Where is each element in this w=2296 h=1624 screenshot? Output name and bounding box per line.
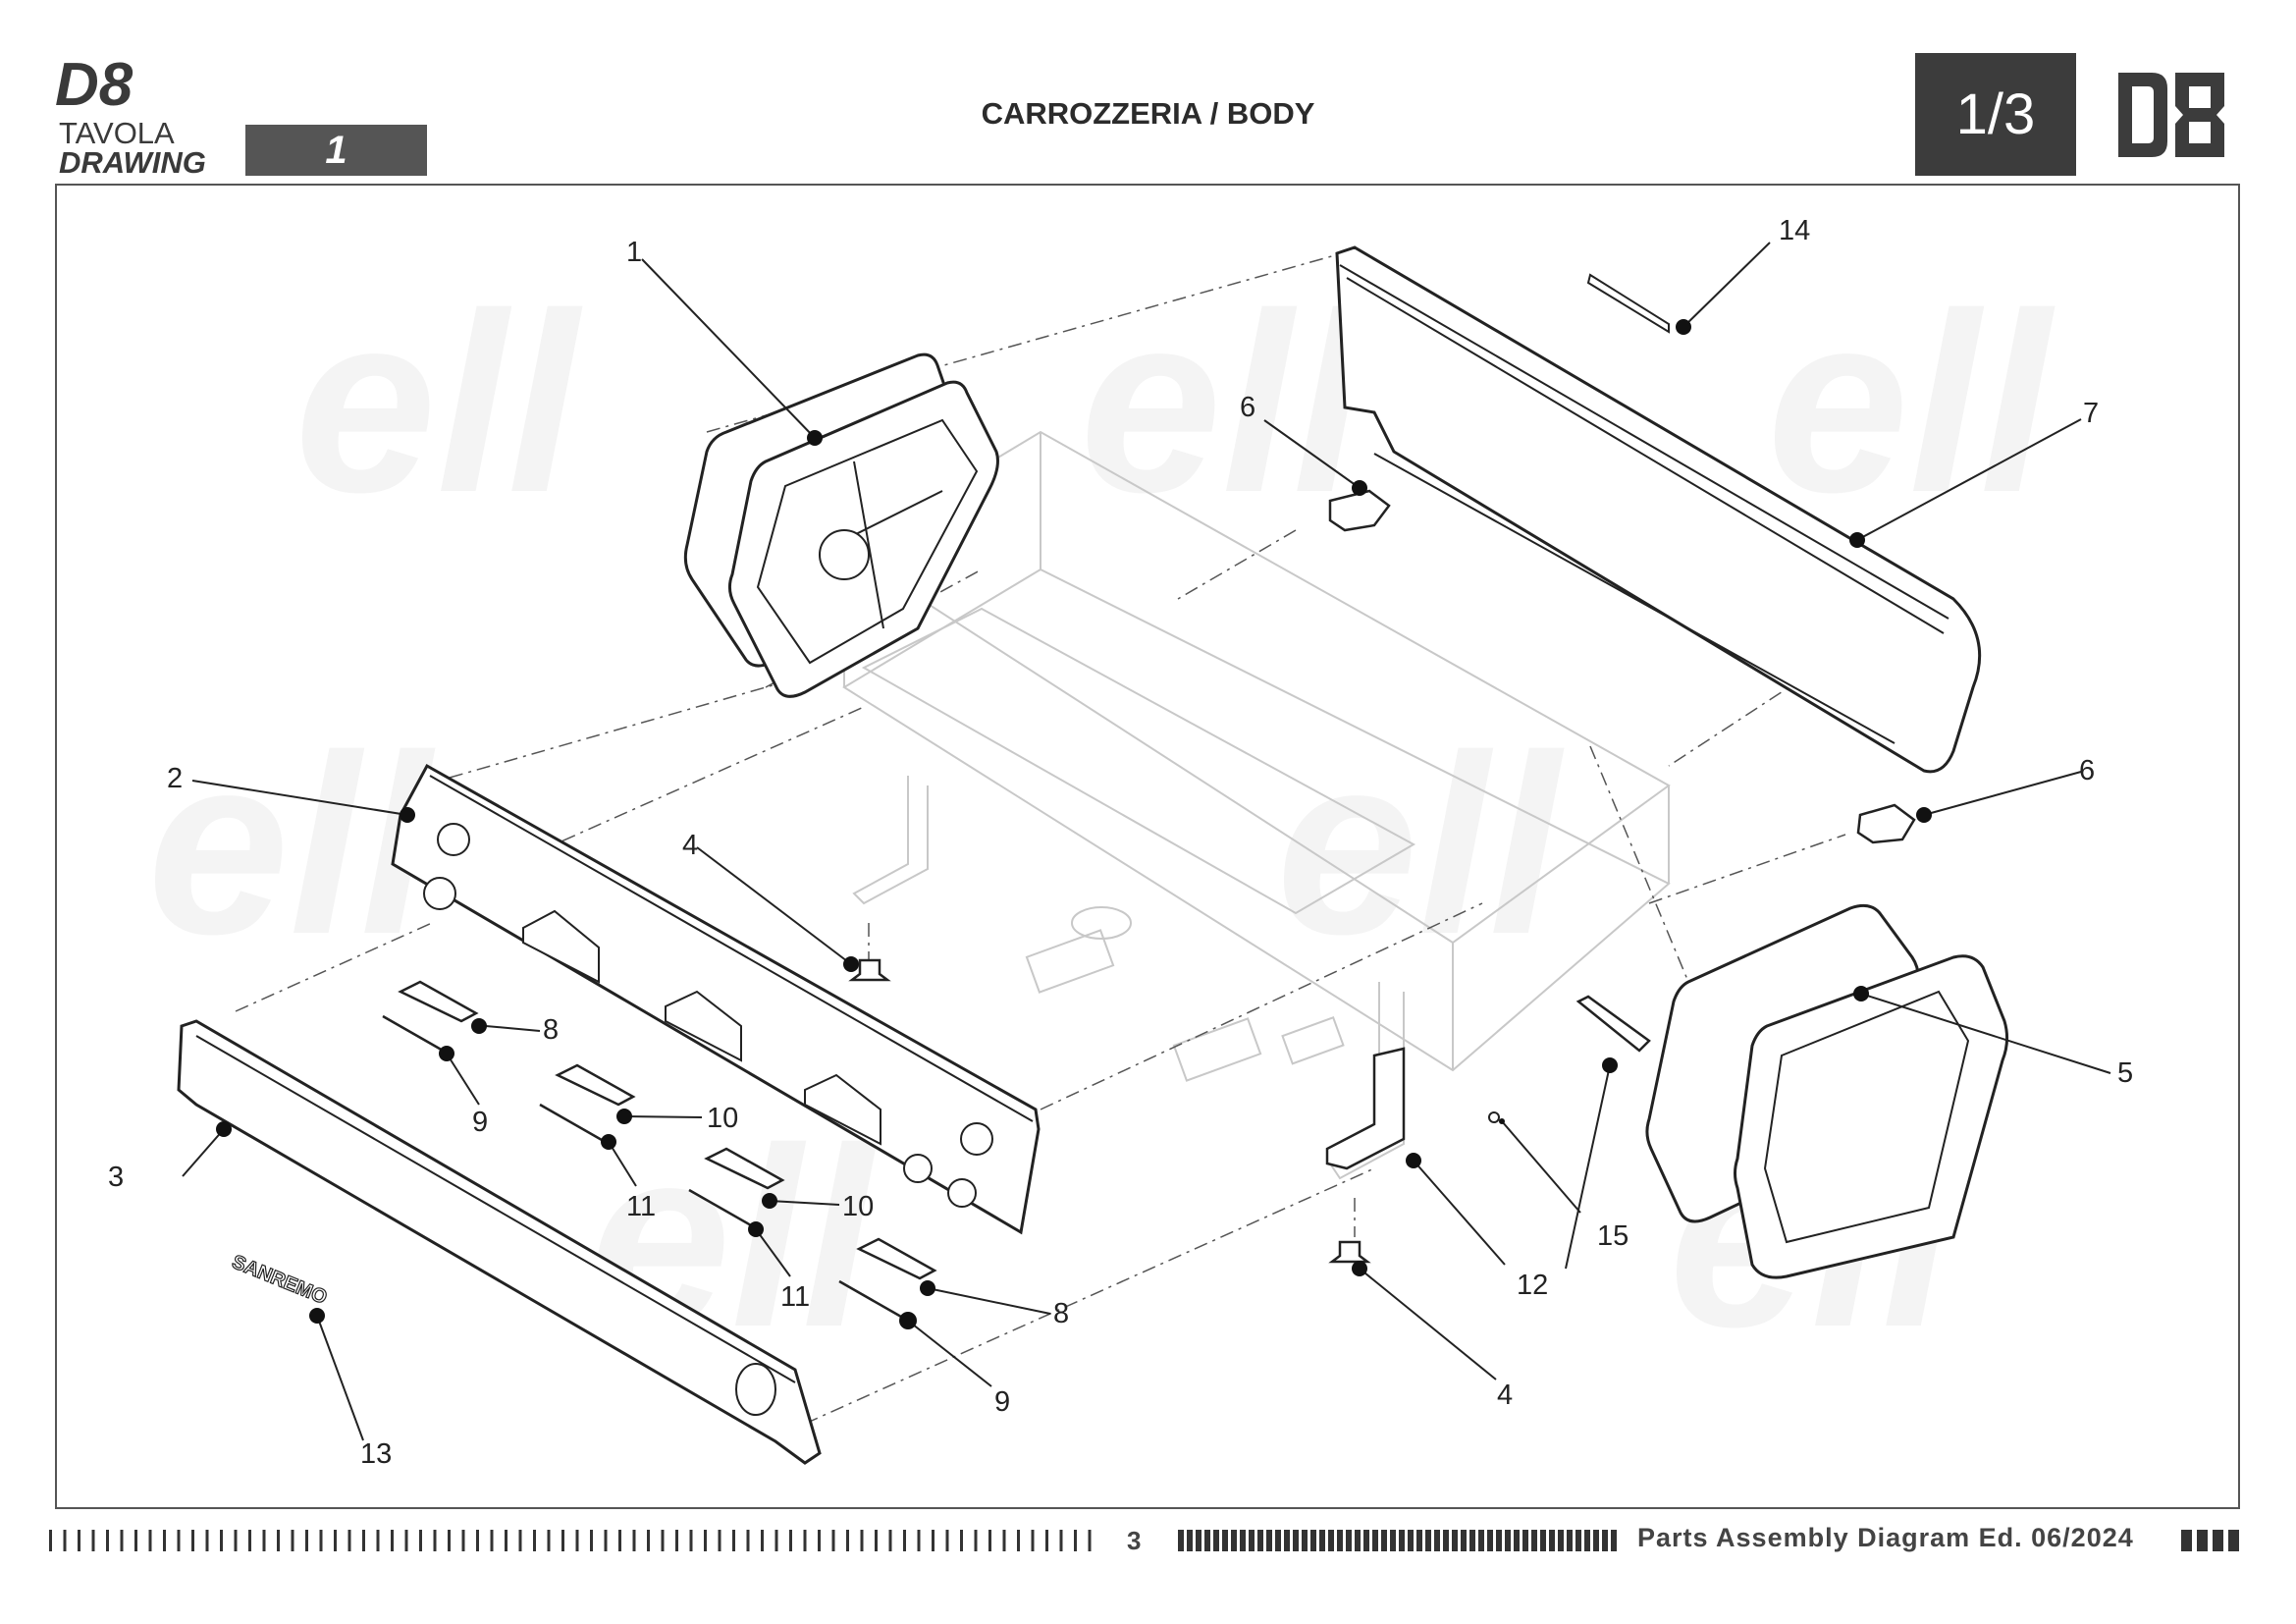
- lower-front-panel: [177, 1019, 822, 1465]
- drawing-frame: [55, 184, 2240, 1509]
- callout-14: 14: [1779, 215, 1810, 246]
- exploded-body-diagram: ell ell ell ell ell ell ell: [108, 215, 2133, 1470]
- callout-13: 13: [360, 1438, 392, 1470]
- badge-text: SANREMO: [229, 1251, 330, 1309]
- svg-text:ell: ell: [294, 261, 583, 546]
- top-back-panel: [1335, 245, 1982, 774]
- page-indicator: 1/3: [1955, 82, 2036, 146]
- callout-12: 12: [1517, 1270, 1548, 1301]
- logo-d8-icon: [2118, 73, 2224, 157]
- callout-4a: 4: [682, 830, 698, 861]
- callout-11a: 11: [626, 1191, 656, 1222]
- clip-6-right: [1856, 803, 1916, 844]
- callout-10b: 10: [842, 1191, 874, 1222]
- brand-logo: [2118, 73, 2224, 157]
- callout-9a: 9: [472, 1107, 488, 1138]
- feet-4: [848, 958, 1371, 1264]
- sanremo-badge-13: SANREMO: [229, 1251, 331, 1310]
- rear-leg-12: [1325, 995, 1651, 1170]
- left-side-panel: [683, 352, 999, 698]
- callout-15: 15: [1597, 1220, 1629, 1252]
- page-indicator-box: 1/3: [1915, 53, 2076, 176]
- callout-3: 3: [108, 1162, 124, 1193]
- footer-end-bars: [2181, 1530, 2239, 1551]
- leader-dots: [216, 319, 1932, 1329]
- page-title: CARROZZERIA / BODY: [981, 96, 1315, 131]
- tavola-label: TAVOLA: [59, 116, 175, 150]
- callout-6a: 6: [1240, 392, 1255, 423]
- callout-10a: 10: [707, 1103, 738, 1134]
- footer-page-number: 3: [1127, 1526, 1142, 1555]
- model-name: D8: [55, 51, 133, 119]
- front-panel: [391, 763, 1041, 1235]
- callout-8b: 8: [1053, 1298, 1069, 1329]
- callout-1: 1: [626, 237, 642, 268]
- clip-6-top: [1328, 489, 1391, 532]
- callout-7: 7: [2083, 398, 2099, 429]
- callout-6b: 6: [2079, 755, 2095, 786]
- svg-text:ell: ell: [1080, 261, 1368, 546]
- hinges-and-bars: [382, 980, 937, 1323]
- svg-text:ell: ell: [1276, 703, 1565, 988]
- callout-5: 5: [2117, 1057, 2133, 1089]
- callout-8a: 8: [543, 1014, 559, 1046]
- footer-edition: Parts Assembly Diagram Ed. 06/2024: [1637, 1523, 2134, 1552]
- callout-labels: 1 2 3 4 4 5 6 6 7 8 8 9 9 10 10 11 11 12…: [108, 215, 2133, 1470]
- screw-15: [1488, 1111, 1500, 1123]
- right-side-panel: [1645, 903, 2009, 1279]
- drawing-label: DRAWING: [59, 145, 206, 180]
- drawing-number: 1: [325, 128, 347, 172]
- footer-thick-bars: [1178, 1530, 1617, 1551]
- svg-text:ell: ell: [147, 703, 436, 988]
- callout-9b: 9: [994, 1386, 1010, 1418]
- svg-text:ell: ell: [1767, 261, 2056, 546]
- machine-frame: [842, 430, 1671, 1180]
- callout-11b: 11: [780, 1281, 810, 1313]
- drawing-number-box: 1: [245, 125, 427, 176]
- callout-2: 2: [167, 763, 183, 794]
- footer-thin-bars: [49, 1530, 1092, 1551]
- leader-lines: [182, 242, 2111, 1441]
- badge-14: [1586, 273, 1670, 334]
- callout-4b: 4: [1497, 1380, 1513, 1411]
